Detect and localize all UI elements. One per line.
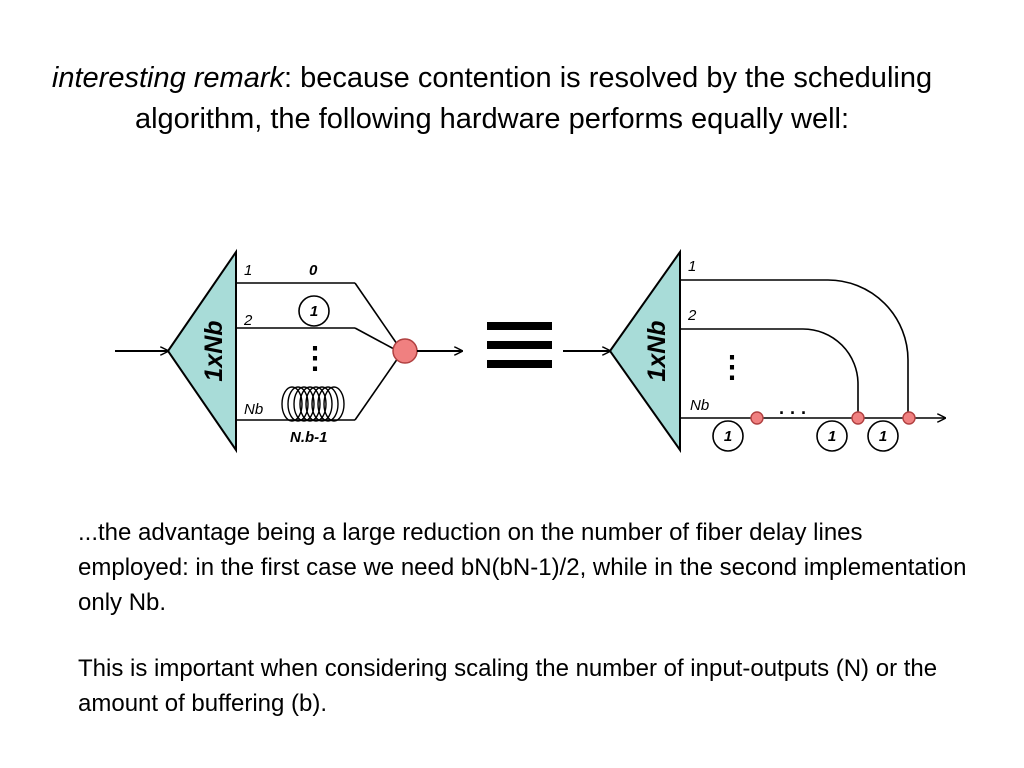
left-delay-1 bbox=[298, 295, 330, 327]
right-port-label-nb: Nb bbox=[690, 397, 709, 414]
left-vertical-dots: ⋮ bbox=[300, 342, 330, 375]
right-splitter-label: 1xNb bbox=[643, 320, 671, 381]
left-coupler bbox=[392, 338, 418, 364]
equivalence-diagram: 1xNb 1 2 Nb 0 1 ⋮ N.b-1 bbox=[115, 248, 1024, 454]
right-arrangement: 1xNb 1 2 Nb ⋮ · · · 1 1 1 bbox=[563, 248, 945, 454]
advantage-paragraph: ...the advantage being a large reduction… bbox=[78, 519, 967, 616]
left-splitter-label: 1xNb bbox=[200, 320, 228, 381]
right-delay-label-3: 1 bbox=[879, 428, 887, 445]
left-splitter bbox=[166, 248, 237, 454]
left-port-label-2: 2 bbox=[243, 312, 253, 329]
scaling-paragraph: This is important when considering scali… bbox=[78, 655, 938, 717]
left-delay-label-1: 1 bbox=[310, 303, 318, 320]
equivalence-symbol bbox=[487, 322, 552, 368]
right-vertical-dots: ⋮ bbox=[717, 351, 747, 384]
slide-title: interesting remark: because contention i… bbox=[40, 58, 944, 140]
right-splitter bbox=[608, 248, 681, 454]
right-horizontal-dots: · · · bbox=[779, 403, 807, 423]
right-port-label-1: 1 bbox=[688, 258, 696, 275]
right-delay-2 bbox=[816, 420, 848, 452]
left-fiber-coil-icon bbox=[281, 386, 345, 422]
right-coupler-2 bbox=[851, 411, 865, 425]
right-coupler-3 bbox=[902, 411, 916, 425]
left-line-1-diag bbox=[354, 282, 398, 345]
left-delay-label-0: 0 bbox=[309, 262, 318, 279]
right-line-1 bbox=[680, 279, 909, 414]
right-delay-label-2: 1 bbox=[828, 428, 836, 445]
right-line-2 bbox=[680, 328, 859, 414]
right-port-label-2: 2 bbox=[687, 307, 697, 324]
right-delay-3 bbox=[867, 420, 899, 452]
right-coupler-1 bbox=[750, 411, 764, 425]
left-arrangement: 1xNb 1 2 Nb 0 1 ⋮ N.b-1 bbox=[115, 248, 462, 454]
right-delay-label-1: 1 bbox=[724, 428, 732, 445]
title-emphasis: interesting remark bbox=[51, 62, 284, 94]
left-port-label-nb: Nb bbox=[244, 401, 263, 418]
right-delay-1 bbox=[712, 420, 744, 452]
left-port-label-1: 1 bbox=[244, 262, 252, 279]
left-delay-label-nb: N.b-1 bbox=[290, 429, 328, 446]
left-line-nb-diag bbox=[354, 357, 399, 421]
title-text: : because contention is resolved by the … bbox=[134, 62, 933, 135]
left-line-2-diag bbox=[354, 327, 395, 350]
